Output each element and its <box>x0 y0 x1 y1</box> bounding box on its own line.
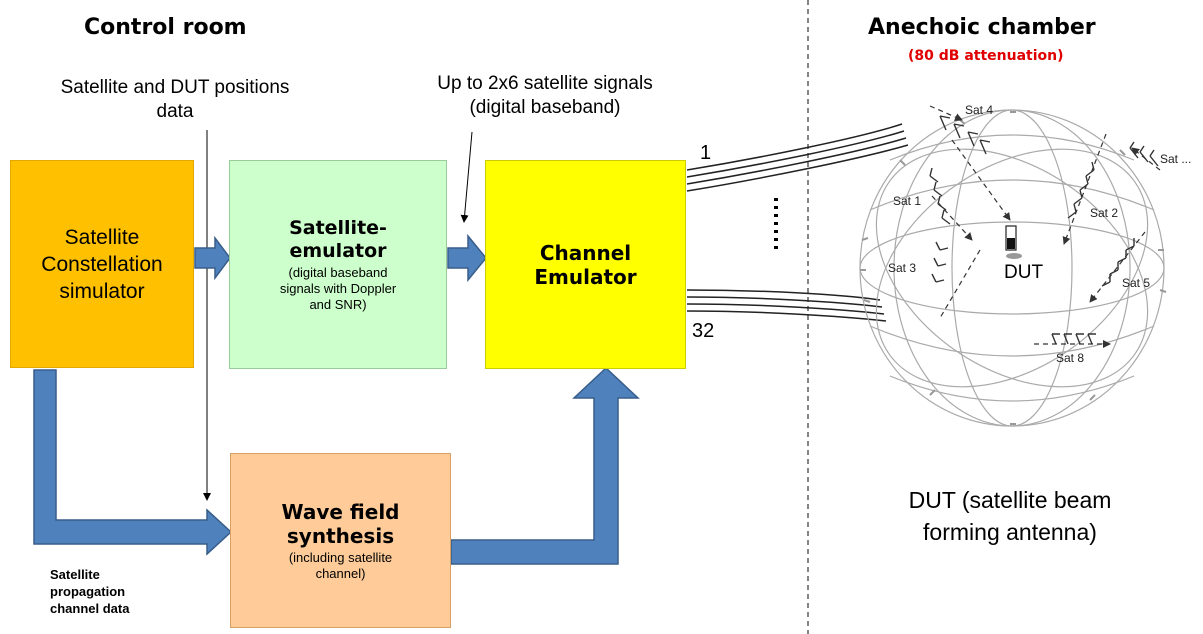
port-first-label: 1 <box>700 142 712 164</box>
dut-caption-line-1: DUT (satellite beam <box>908 487 1112 513</box>
arrow-constellation-to-wavefield <box>33 369 233 556</box>
dut-caption: DUT (satellite beam forming antenna) <box>845 484 1175 548</box>
sat-more-label: Sat ... <box>1160 152 1191 166</box>
signals-line-2: (digital baseband) <box>469 97 621 118</box>
constellation-line-1: Satellite <box>64 225 140 249</box>
dut-label: DUT <box>1004 262 1044 283</box>
signals-line-1: Up to 2x6 satellite signals <box>437 73 653 94</box>
sat-emulator-sub-2: signals with Doppler <box>279 280 397 296</box>
sphere-probe-markers <box>860 111 1167 425</box>
propagation-line-1: Satellite <box>50 567 100 582</box>
channel-emulator-title-1: Channel <box>539 240 632 265</box>
positions-data-line-1: Satellite and DUT positions <box>60 77 290 98</box>
constellation-line-3: simulator <box>59 279 145 303</box>
arrow-wavefield-to-channel <box>450 366 640 565</box>
wave-field-title-2: synthesis <box>286 523 395 548</box>
constellation-simulator-block: Satellite Constellation simulator <box>10 160 194 368</box>
cable-bundle-top <box>686 123 909 192</box>
signals-note: Up to 2x6 satellite signals (digital bas… <box>385 72 705 120</box>
control-room-heading: Control room <box>84 15 247 40</box>
beam-lines <box>929 105 1161 348</box>
channel-emulator-block: Channel Emulator <box>485 160 686 369</box>
arrow-constellation-to-satemulator <box>194 235 231 281</box>
sat-1-label: Sat 1 <box>893 194 921 208</box>
cable-bundle-bottom <box>686 289 887 322</box>
sat-emulator-sub-1: (digital baseband <box>288 264 388 280</box>
wave-field-sub-1: (including satellite <box>288 549 393 565</box>
sat-3-label: Sat 3 <box>888 261 916 275</box>
satellite-emulator-block: Satellite- emulator (digital baseband si… <box>229 160 447 369</box>
sat-4-label: Sat 4 <box>965 103 993 117</box>
wave-field-sub-2: channel) <box>315 565 366 581</box>
signals-data-arrow <box>460 131 473 223</box>
sat-emulator-sub-3: and SNR) <box>309 296 367 312</box>
wave-field-title-1: Wave field <box>281 499 400 524</box>
attenuation-label: (80 dB attenuation) <box>908 48 1064 64</box>
antenna-sphere <box>859 109 1165 427</box>
propagation-data-note: Satellite propagation channel data <box>50 566 129 617</box>
positions-data-note: Satellite and DUT positions data <box>10 76 340 124</box>
sat-5-label: Sat 5 <box>1122 276 1150 290</box>
propagation-line-2: propagation <box>50 584 126 599</box>
wave-field-synthesis-block: Wave field synthesis (including satellit… <box>230 453 451 628</box>
dut-device <box>1005 225 1022 259</box>
sat-emulator-title-2: emulator <box>289 239 387 262</box>
channel-emulator-title-2: Emulator <box>534 264 637 289</box>
sat-emulator-title-1: Satellite- <box>289 216 387 239</box>
port-last-label: 32 <box>692 320 715 342</box>
dut-caption-line-2: forming antenna) <box>923 519 1097 545</box>
propagation-line-3: channel data <box>50 601 130 616</box>
sat-8-label: Sat 8 <box>1056 351 1084 365</box>
sat-2-label: Sat 2 <box>1090 206 1118 220</box>
constellation-line-2: Constellation <box>41 252 163 276</box>
anechoic-chamber-heading: Anechoic chamber <box>868 15 1096 40</box>
positions-data-line-2: data <box>156 101 194 122</box>
arrow-satemulator-to-channel <box>447 233 487 283</box>
